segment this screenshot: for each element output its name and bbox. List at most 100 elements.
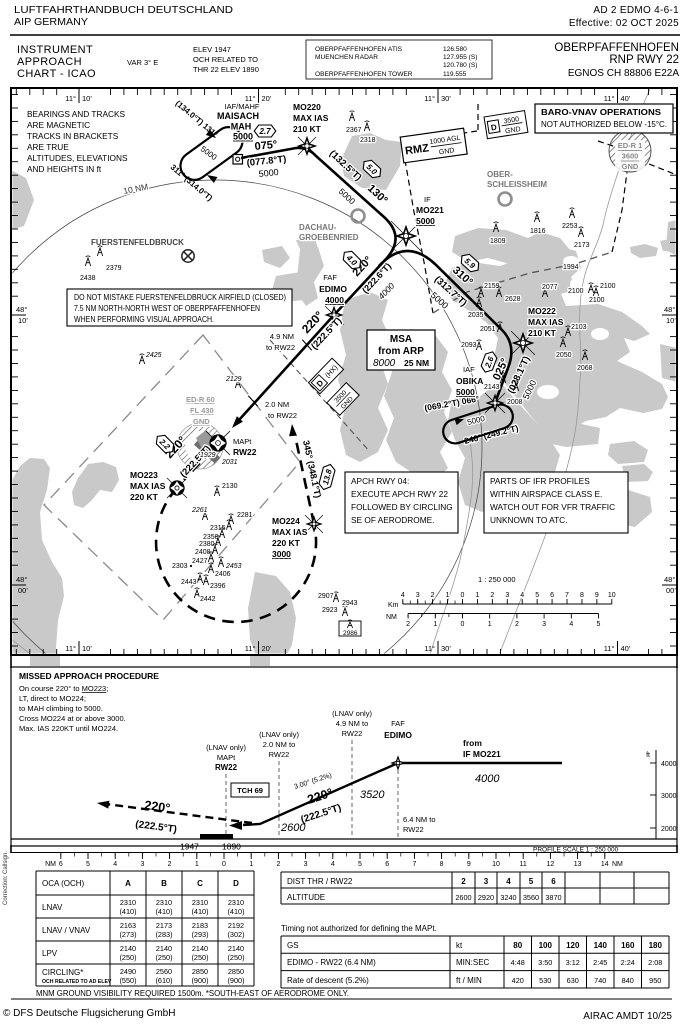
svg-text:FOLLOWED BY CIRCLING: FOLLOWED BY CIRCLING xyxy=(351,502,453,512)
svg-text:11°: 11° xyxy=(604,644,615,653)
svg-text:BEARINGS AND TRACKS: BEARINGS AND TRACKS xyxy=(27,109,126,119)
svg-text:SE OF AERODROME.: SE OF AERODROME. xyxy=(351,515,434,525)
svg-text:APPROACH: APPROACH xyxy=(17,56,82,68)
svg-text:210 KT: 210 KT xyxy=(528,328,557,338)
svg-text:to RW22: to RW22 xyxy=(268,411,297,420)
svg-text:2600: 2600 xyxy=(455,893,471,902)
svg-text:THR 22 ELEV 1890: THR 22 ELEV 1890 xyxy=(193,65,259,74)
svg-text:2100: 2100 xyxy=(600,283,616,290)
svg-text:RW22: RW22 xyxy=(233,447,257,457)
svg-text:210 KT: 210 KT xyxy=(293,124,322,134)
svg-text:100: 100 xyxy=(539,941,553,950)
svg-text:11°: 11° xyxy=(424,94,435,103)
svg-text:10: 10 xyxy=(608,592,616,599)
svg-text:4000: 4000 xyxy=(475,773,500,785)
svg-text:3000: 3000 xyxy=(661,793,677,800)
svg-text:GROEBENRIED: GROEBENRIED xyxy=(299,233,359,242)
svg-text:9: 9 xyxy=(595,592,599,599)
svg-text:to RW22: to RW22 xyxy=(266,343,295,352)
svg-text:5: 5 xyxy=(86,861,90,868)
svg-text:2453: 2453 xyxy=(225,563,242,570)
svg-text:120.780 (S): 120.780 (S) xyxy=(443,62,477,69)
svg-text:8: 8 xyxy=(580,592,584,599)
svg-text:MAISACH: MAISACH xyxy=(217,111,259,121)
svg-text:950: 950 xyxy=(649,976,661,985)
svg-text:2173: 2173 xyxy=(156,921,172,930)
svg-text:180: 180 xyxy=(649,941,663,950)
svg-text:2315: 2315 xyxy=(210,525,226,532)
svg-text:11°: 11° xyxy=(604,94,615,103)
svg-text:MO220: MO220 xyxy=(293,102,321,112)
svg-text:2068: 2068 xyxy=(577,365,593,372)
svg-text:4: 4 xyxy=(113,861,117,868)
svg-text:4:48: 4:48 xyxy=(511,958,525,967)
svg-text:RW22: RW22 xyxy=(215,763,238,772)
svg-text:2303: 2303 xyxy=(172,563,188,570)
svg-text:5000: 5000 xyxy=(456,387,475,397)
svg-text:80: 80 xyxy=(513,941,522,950)
svg-text:2367: 2367 xyxy=(346,127,362,134)
svg-text:(250): (250) xyxy=(191,953,208,962)
svg-text:6: 6 xyxy=(385,861,389,868)
svg-text:ED-R 1: ED-R 1 xyxy=(618,141,643,150)
svg-text:220 KT: 220 KT xyxy=(272,538,301,548)
svg-text:0: 0 xyxy=(461,592,465,599)
svg-text:3560: 3560 xyxy=(523,893,539,902)
svg-text:C: C xyxy=(197,879,203,888)
svg-text:40': 40' xyxy=(621,644,631,653)
svg-text:MO221: MO221 xyxy=(416,205,444,215)
svg-text:630: 630 xyxy=(567,976,579,985)
svg-text:MAPt: MAPt xyxy=(217,753,236,762)
svg-text:220°: 220° xyxy=(144,798,171,815)
svg-text:(410): (410) xyxy=(227,907,244,916)
svg-text:3600: 3600 xyxy=(622,152,639,161)
svg-text:160: 160 xyxy=(621,941,635,950)
svg-text:1809: 1809 xyxy=(490,238,506,245)
svg-text:ALTITUDES, ELEVATIONS: ALTITUDES, ELEVATIONS xyxy=(27,153,128,163)
svg-text:4: 4 xyxy=(506,877,511,886)
svg-text:840: 840 xyxy=(622,976,634,985)
svg-text:RW22: RW22 xyxy=(403,825,424,834)
svg-text:2310: 2310 xyxy=(228,898,244,907)
svg-text:2129: 2129 xyxy=(225,376,242,383)
svg-text:APCH RWY 04:: APCH RWY 04: xyxy=(351,476,409,486)
svg-text:MUENCHEN RADAR: MUENCHEN RADAR xyxy=(315,54,378,61)
svg-text:2396: 2396 xyxy=(210,583,226,590)
svg-text:4: 4 xyxy=(331,861,335,868)
svg-text:3:50: 3:50 xyxy=(538,958,552,967)
svg-text:FAF: FAF xyxy=(323,273,337,282)
svg-text:(410): (410) xyxy=(155,907,172,916)
svg-text:(LNAV only): (LNAV only) xyxy=(259,730,299,739)
svg-text:(250): (250) xyxy=(155,953,172,962)
svg-text:MAPt: MAPt xyxy=(233,437,252,446)
svg-text:2850: 2850 xyxy=(192,967,208,976)
svg-text:5: 5 xyxy=(358,861,362,868)
svg-text:FUERSTENFELDBRUCK: FUERSTENFELDBRUCK xyxy=(91,238,184,247)
svg-text:2920: 2920 xyxy=(478,893,494,902)
svg-text:40': 40' xyxy=(621,94,631,103)
svg-text:FL 430: FL 430 xyxy=(190,406,214,415)
svg-text:MO222: MO222 xyxy=(528,306,556,316)
svg-text:GND: GND xyxy=(193,417,210,426)
svg-text:MSA: MSA xyxy=(390,334,412,345)
svg-text:NM: NM xyxy=(612,861,623,868)
svg-text:126.580: 126.580 xyxy=(443,46,467,53)
svg-text:140: 140 xyxy=(594,941,608,950)
svg-text:2140: 2140 xyxy=(192,944,208,953)
svg-text:OBER-: OBER- xyxy=(487,170,513,179)
svg-text:2427: 2427 xyxy=(192,558,208,565)
svg-text:WITHIN AIRSPACE CLASS E.: WITHIN AIRSPACE CLASS E. xyxy=(490,489,602,499)
svg-text:2173: 2173 xyxy=(574,242,590,249)
svg-text:ELEV 1947: ELEV 1947 xyxy=(193,45,231,54)
svg-text:Cross MO224 at or above 3000.: Cross MO224 at or above 3000. xyxy=(19,714,126,723)
svg-text:SCHLEISSHEIM: SCHLEISSHEIM xyxy=(487,180,547,189)
svg-text:2.0 NM: 2.0 NM xyxy=(265,400,289,409)
svg-text:© DFS Deutsche Flugsicherung G: © DFS Deutsche Flugsicherung GmbH xyxy=(3,1008,175,1019)
svg-text:4.9 NM: 4.9 NM xyxy=(270,332,294,341)
svg-text:OCH RELATED TO AD ELEV: OCH RELATED TO AD ELEV xyxy=(42,979,112,985)
svg-text:2253: 2253 xyxy=(562,223,578,230)
svg-text:OBIKA: OBIKA xyxy=(456,376,483,386)
svg-text:ft / MIN: ft / MIN xyxy=(456,976,482,985)
svg-text:OBERPFAFFENHOFEN ATIS: OBERPFAFFENHOFEN ATIS xyxy=(315,46,403,53)
svg-text:5000: 5000 xyxy=(416,216,435,226)
